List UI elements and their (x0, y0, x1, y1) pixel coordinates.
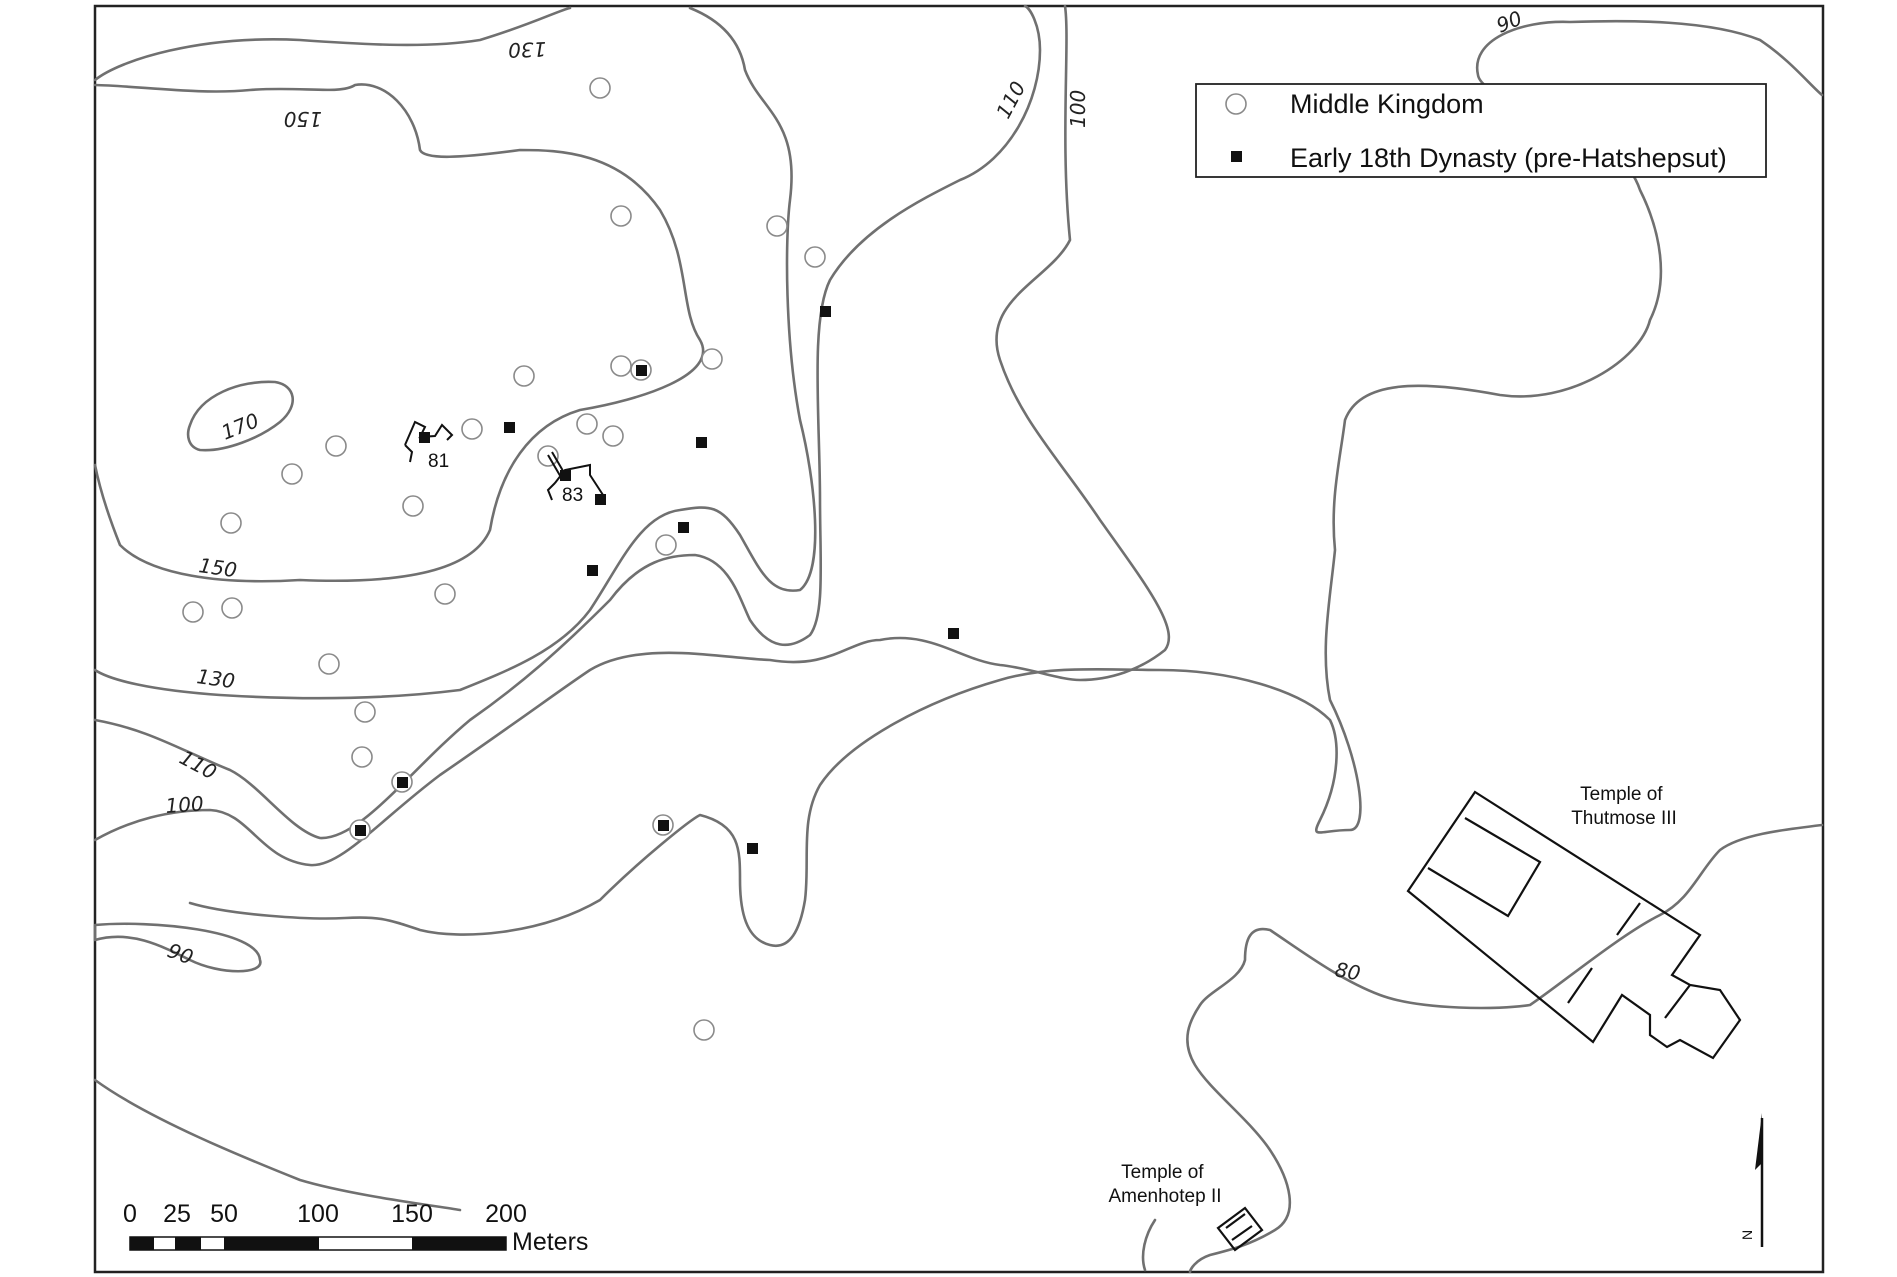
scale-unit-label: Meters (512, 1228, 588, 1256)
middle-kingdom-site (220, 512, 242, 534)
temple-thutmose-iii-label-line2: Thutmose III (1571, 808, 1677, 829)
early-18th-dynasty-site (820, 306, 831, 317)
early-18th-dynasty-site (678, 522, 689, 533)
map-frame (93, 4, 1825, 1274)
legend-middle-kingdom-symbol (1225, 93, 1247, 115)
contour-label: 130 (195, 664, 236, 693)
legend: Middle Kingdom Early 18th Dynasty (pre-H… (1195, 83, 1767, 178)
contour-80-south (1141, 1218, 1157, 1272)
scale-tick-label: 50 (210, 1200, 238, 1228)
temple-amenhotep-ii-label-line1: Temple of (1121, 1162, 1204, 1183)
contour-label: 90 (164, 938, 196, 969)
middle-kingdom-site (318, 653, 340, 675)
tomb-81-label: 81 (428, 451, 449, 472)
contour-130 (93, 6, 817, 700)
legend-early-18th-label: Early 18th Dynasty (pre-Hatshepsut) (1290, 143, 1727, 173)
contour-label: 170 (218, 408, 262, 445)
middle-kingdom-site (602, 425, 624, 447)
scale-bar-segment (130, 1237, 154, 1250)
legend-box (1195, 83, 1767, 178)
temple-thutmose-iii-label: Temple of Thutmose III (1571, 784, 1677, 829)
legend-early-18th-symbol (1231, 151, 1242, 162)
tomb-83-outline (546, 451, 606, 501)
early-18th-dynasty-sites (355, 306, 959, 854)
scale-tick-label: 150 (391, 1200, 433, 1228)
contour-label: 130 (508, 37, 547, 62)
early-18th-dynasty-site (355, 825, 366, 836)
contour-label: 90 (1493, 6, 1526, 38)
early-18th-dynasty-site (948, 628, 959, 639)
scale-bar-segment (224, 1237, 319, 1250)
temple-thutmose-iii-wall (1567, 902, 1691, 1019)
tomb-81: 81 (404, 420, 454, 472)
middle-kingdom-site (434, 583, 456, 605)
tomb-83-marker (560, 470, 571, 481)
temple-amenhotep-ii-label-line2: Amenhotep II (1108, 1186, 1221, 1207)
scale-bar-segment (412, 1237, 506, 1250)
contour-lines (93, 4, 1824, 1274)
temple-thutmose-iii: Temple of Thutmose III (1406, 784, 1742, 1060)
contour-label: 110 (176, 745, 221, 784)
north-arrow-head (1755, 1113, 1762, 1170)
middle-kingdom-site (325, 435, 347, 457)
middle-kingdom-site (461, 418, 483, 440)
temple-amenhotep-ii-label: Temple of Amenhotep II (1108, 1162, 1221, 1207)
contour-low-sw (93, 1078, 462, 1212)
scale-tick-label: 0 (123, 1200, 137, 1228)
scale-bar-segment (175, 1237, 201, 1250)
scale-tick-label: 25 (163, 1200, 191, 1228)
early-18th-dynasty-site (747, 843, 758, 854)
early-18th-dynasty-site (397, 777, 408, 788)
contour-label: 80 (1333, 957, 1362, 985)
middle-kingdom-site (576, 413, 598, 435)
temple-thutmose-iii-label-line1: Temple of (1580, 784, 1663, 805)
middle-kingdom-site (610, 205, 632, 227)
temple-amenhotep-ii-outline (1216, 1206, 1264, 1252)
temple-thutmose-iii-outline (1406, 790, 1742, 1060)
middle-kingdom-sites (182, 77, 826, 1041)
scale-tick-label: 100 (297, 1200, 339, 1228)
scale-bar: 0 25 50 100 150 200 Meters (123, 1200, 588, 1256)
contour-150 (93, 83, 705, 583)
early-18th-dynasty-site (696, 437, 707, 448)
early-18th-dynasty-site (504, 422, 515, 433)
tomb-81-marker (419, 432, 430, 443)
temple-amenhotep-ii: Temple of Amenhotep II (1108, 1162, 1264, 1252)
middle-kingdom-site (693, 1019, 715, 1041)
middle-kingdom-site (513, 365, 535, 387)
early-18th-dynasty-site (658, 820, 669, 831)
temple-thutmose-iii-court (1427, 817, 1542, 918)
contour-100 (93, 4, 1171, 867)
middle-kingdom-site (701, 348, 723, 370)
contour-170 (186, 380, 295, 452)
tomb-83: 83 (546, 451, 606, 506)
contour-label: 100 (1066, 90, 1090, 128)
north-arrow-label: N (1739, 1230, 1755, 1240)
contour-80 (1186, 823, 1824, 1274)
middle-kingdom-site (351, 746, 373, 768)
legend-middle-kingdom-label: Middle Kingdom (1290, 89, 1484, 119)
contour-90-lobe (93, 922, 262, 973)
contour-110 (93, 4, 1042, 840)
middle-kingdom-site (182, 601, 204, 623)
contour-label: 150 (197, 553, 238, 582)
early-18th-dynasty-site (595, 494, 606, 505)
contour-label: 150 (284, 107, 322, 131)
middle-kingdom-site (281, 463, 303, 485)
middle-kingdom-site (610, 355, 632, 377)
middle-kingdom-site (221, 597, 243, 619)
north-arrow: N (1739, 1113, 1764, 1247)
middle-kingdom-site (402, 495, 424, 517)
contour-label: 100 (165, 791, 205, 818)
early-18th-dynasty-site (587, 565, 598, 576)
middle-kingdom-site (655, 534, 677, 556)
middle-kingdom-site (766, 215, 788, 237)
scale-tick-label: 200 (485, 1200, 527, 1228)
middle-kingdom-site (354, 701, 376, 723)
early-18th-dynasty-site (636, 365, 647, 376)
tomb-83-label: 83 (562, 485, 583, 506)
middle-kingdom-site (589, 77, 611, 99)
middle-kingdom-site (804, 246, 826, 268)
